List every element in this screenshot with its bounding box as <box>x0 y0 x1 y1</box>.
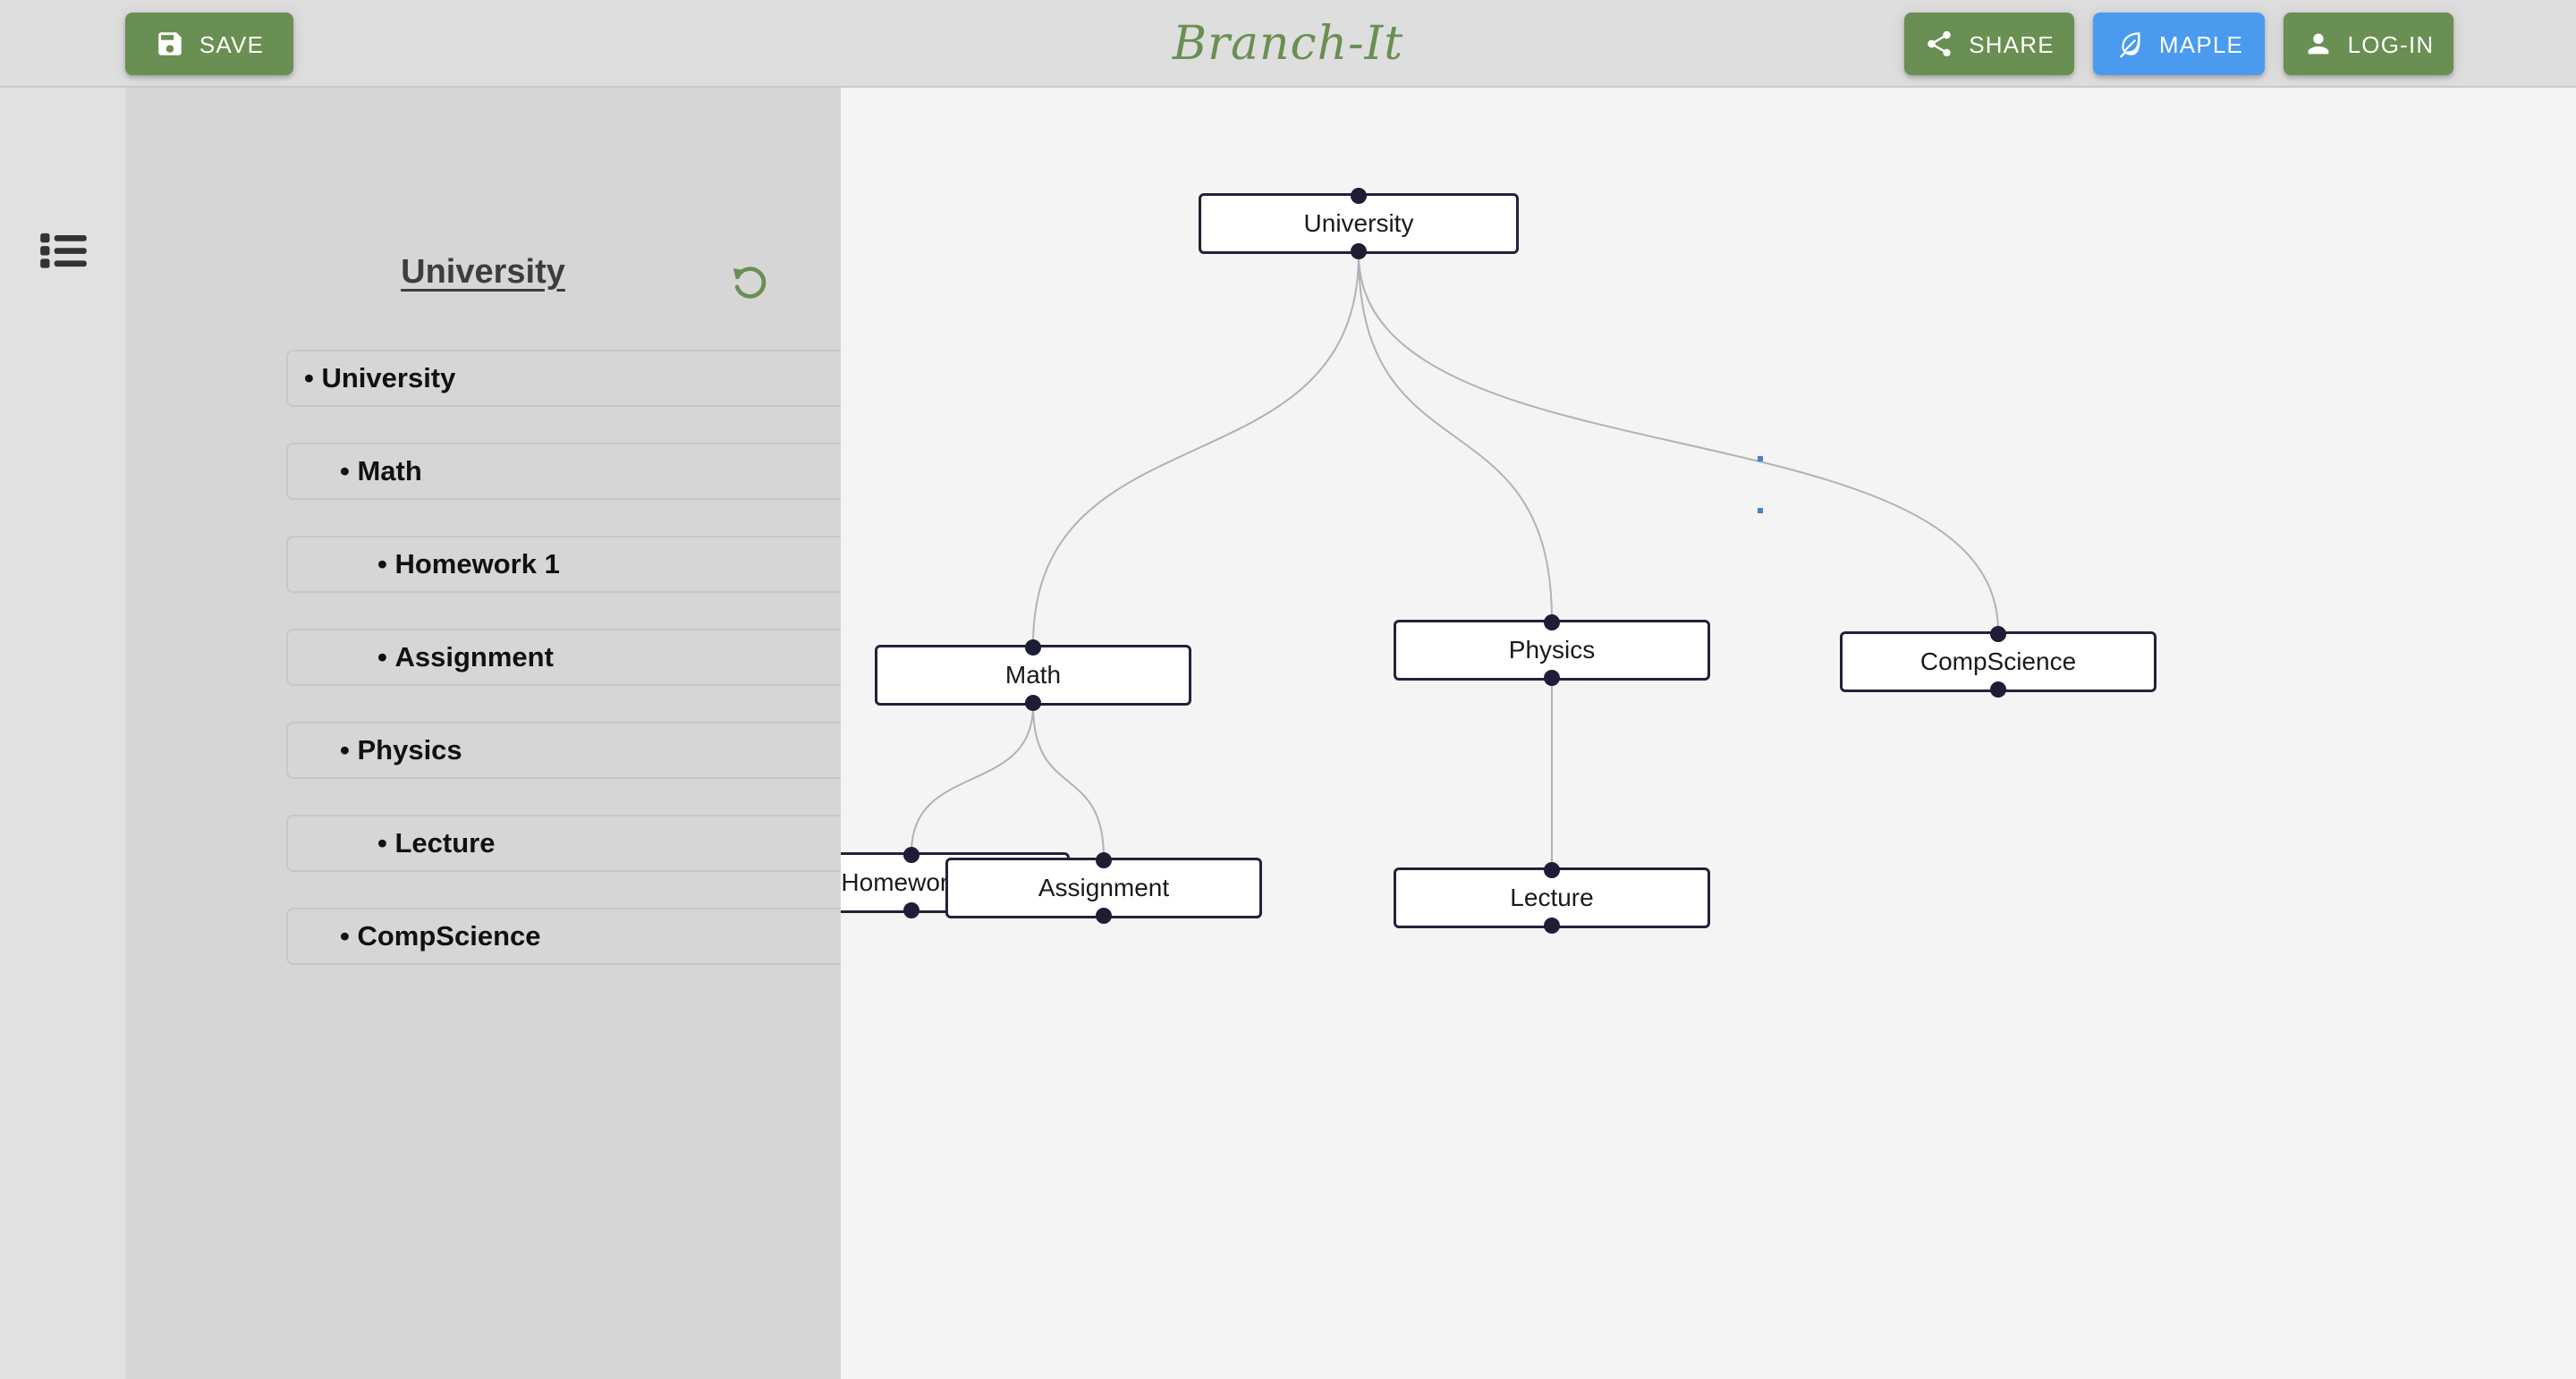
flow-node[interactable]: CompScience <box>1840 626 2157 698</box>
node-handle-top[interactable] <box>1544 614 1560 630</box>
flow-edge[interactable] <box>1358 253 1553 621</box>
flow-node[interactable]: Lecture <box>1394 862 1710 934</box>
undo-button[interactable] <box>730 263 771 304</box>
flow-node-label: Physics <box>1508 636 1596 664</box>
sidebar-title: University <box>401 253 565 291</box>
floppy-disk-icon <box>158 32 182 55</box>
sidebar-item[interactable]: Assignment <box>286 629 930 686</box>
maple-button-label: MAPLE <box>2158 31 2244 58</box>
sidebar-item[interactable]: Lecture <box>286 815 930 872</box>
sidebar-item[interactable]: CompScience <box>286 908 930 965</box>
sidebar-item-label: Physics <box>288 734 462 766</box>
sidebar-item[interactable]: Homework 1 <box>286 536 930 593</box>
login-button-label: LOG-IN <box>2347 31 2435 58</box>
sidebar-item[interactable]: University <box>286 350 930 407</box>
sidebar-item[interactable]: Physics <box>286 722 930 779</box>
sidebar-item[interactable]: Math <box>286 443 930 500</box>
flow-node[interactable]: University <box>1199 188 1519 259</box>
node-handle-top[interactable] <box>1025 639 1041 656</box>
flow-edge[interactable] <box>911 705 1034 853</box>
flow-node[interactable]: Physics <box>1394 614 1710 686</box>
flow-node-label: University <box>1303 209 1414 237</box>
node-handle-bottom[interactable] <box>1025 695 1041 711</box>
flow-edge[interactable] <box>1032 705 1105 859</box>
node-handle-bottom[interactable] <box>1544 670 1560 686</box>
node-handle-bottom[interactable] <box>1990 681 2006 698</box>
maple-button[interactable]: MAPLE <box>2093 13 2265 75</box>
node-handle-top[interactable] <box>1096 852 1112 868</box>
node-handle-bottom[interactable] <box>1351 243 1367 259</box>
flow-edge[interactable] <box>1032 253 1360 646</box>
node-handle-top[interactable] <box>903 847 919 863</box>
sidebar-item-list: UniversityMathHomework 1 AssignmentPhysic… <box>286 350 930 1001</box>
flow-node[interactable]: Assignment <box>945 852 1262 924</box>
share-icon <box>1928 30 1951 57</box>
save-button-label: SAVE <box>199 31 265 58</box>
sidebar-item-label: CompScience <box>288 920 540 952</box>
flow-edge[interactable] <box>1358 253 1999 632</box>
node-handle-bottom[interactable] <box>903 902 919 918</box>
flow-node-label: Math <box>1004 661 1062 689</box>
login-button[interactable]: LOG-IN <box>2284 13 2453 75</box>
edge-marker-dot <box>1758 456 1763 461</box>
left-icon-rail <box>0 88 125 1379</box>
flow-node[interactable]: Math <box>875 639 1191 711</box>
flow-node-label: Lecture <box>1510 884 1594 911</box>
flow-node-label: Assignment <box>1038 874 1170 901</box>
node-handle-top[interactable] <box>1990 626 2006 642</box>
view-list-icon <box>40 233 87 268</box>
node-handle-top[interactable] <box>1351 188 1367 204</box>
save-button[interactable]: SAVE <box>125 13 293 75</box>
sidebar-item-label: University <box>288 362 455 394</box>
node-handle-bottom[interactable] <box>1544 918 1560 934</box>
share-button[interactable]: SHARE <box>1904 13 2074 75</box>
sidebar-item-label: Math <box>288 455 421 487</box>
sidebar-item-label: Homework 1 <box>288 548 559 580</box>
share-button-label: SHARE <box>1969 31 2055 58</box>
undo-rotate-icon <box>733 266 767 299</box>
top-toolbar: Branch-It SAVE SHARE MAPLE LOG-IN <box>0 0 2576 88</box>
node-handle-top[interactable] <box>1544 862 1560 878</box>
flow-node-label: CompScience <box>1919 647 2077 675</box>
node-handle-bottom[interactable] <box>1096 908 1112 924</box>
edge-layer <box>911 253 1999 867</box>
leaf-icon <box>2119 32 2140 58</box>
sidebar-item-label: Lecture <box>288 827 495 859</box>
person-icon <box>2308 33 2328 55</box>
sidebar-item-label: Assignment <box>288 641 553 673</box>
view-list-button[interactable] <box>36 222 91 277</box>
edge-marker-dot <box>1758 508 1763 513</box>
outline-sidebar: University UniversityMathHomework 1 Assig… <box>125 88 930 1379</box>
